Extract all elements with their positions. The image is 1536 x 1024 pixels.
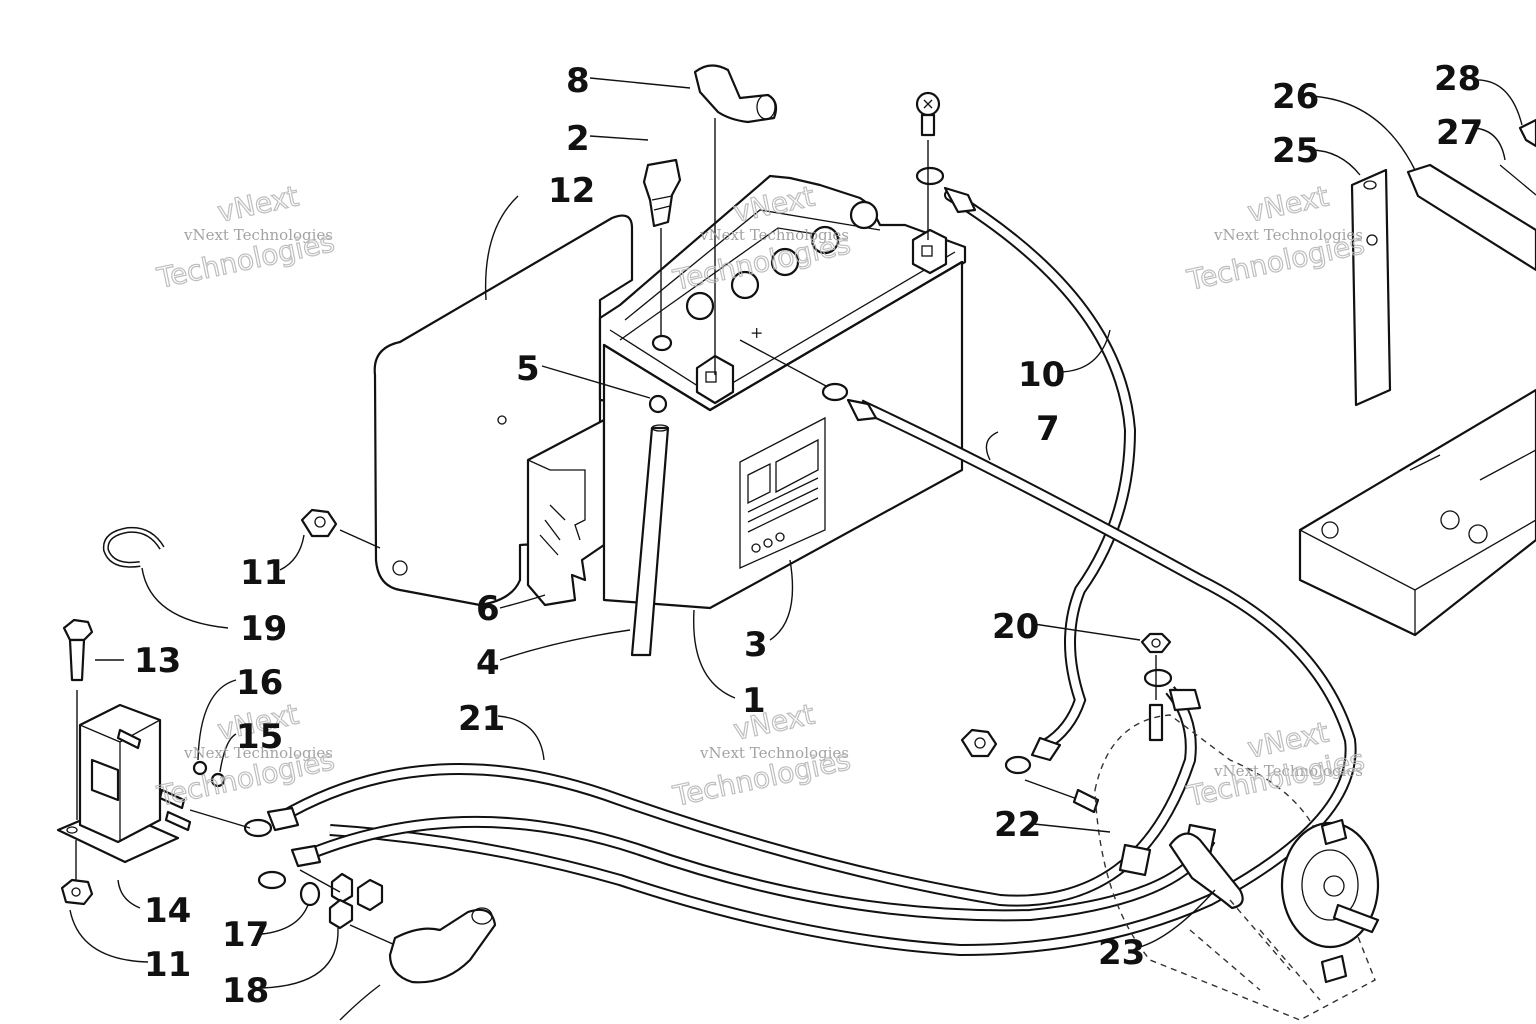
callout-25: 25 [1272,131,1319,171]
watermark-text: vNext Technologies [183,226,333,244]
callout-21: 21 [458,699,505,739]
callout-7: 7 [1036,409,1060,449]
terminal-hardware [299,869,396,946]
callout-23: 23 [1098,933,1145,973]
watermark-top-right: vNext Technologies vNext Technologies [1183,179,1368,298]
battery: + [598,174,967,610]
negative-cable [943,186,1137,775]
nut-cover [300,508,381,549]
callout-17: 17 [222,915,269,955]
callout-19: 19 [240,609,287,649]
nut-20 [1140,632,1172,742]
watermark-text: vNext [1245,180,1332,229]
watermark-text: vNext Technologies [699,744,849,762]
callout-3: 3 [744,625,768,665]
nut-cable10 [960,728,1100,814]
callout-14: 14 [144,891,191,931]
breather-tube [630,394,670,657]
watermark-text: vNext Technologies [1213,226,1363,244]
cable-clip [102,526,165,568]
callout-8: 8 [566,61,590,101]
battery-tray [1298,118,1536,637]
leader-lines [69,77,1523,1021]
solenoid-boot [388,907,497,984]
callout-12: 12 [548,171,595,211]
starter-solenoid [56,703,192,864]
callout-26: 26 [1272,77,1319,117]
terminal-boot [693,64,778,375]
callout-4: 4 [476,643,500,683]
watermark-text: vNext Technologies [1213,762,1363,780]
callout-28: 28 [1434,59,1481,99]
watermark-top-left: vNext Technologies vNext Technologies [153,179,338,296]
callout-2: 2 [566,119,590,159]
callout-11-solenoid: 11 [144,945,191,985]
bolt-13 [62,618,94,820]
callout-22: 22 [994,805,1041,845]
callout-5: 5 [516,349,540,389]
callout-10: 10 [1018,355,1065,395]
callout-27: 27 [1436,113,1483,153]
battery-positive-mark: + [750,323,763,342]
battery-bolt-top [915,91,945,240]
starter-motor [1094,714,1380,1021]
callout-6: 6 [476,589,500,629]
positive-cable [329,339,1357,957]
callout-18: 18 [222,971,269,1011]
callout-16: 16 [236,663,283,703]
nut-solenoid [60,840,94,906]
callout-1: 1 [742,681,766,721]
watermark-text: vNext Technologies [183,744,333,762]
cable-boot [1168,832,1244,910]
callout-20: 20 [992,607,1039,647]
watermark-text: vNext Technologies [699,226,849,244]
small-hardware [189,760,251,829]
callouts: 8 2 12 5 7 10 11 19 6 4 3 1 21 20 22 23 … [134,59,1483,1011]
callout-15: 15 [236,717,283,757]
callout-13: 13 [134,641,181,681]
callout-11-cover: 11 [240,553,287,593]
vent-plug [642,158,682,352]
watermark-text: vNext [215,180,302,229]
